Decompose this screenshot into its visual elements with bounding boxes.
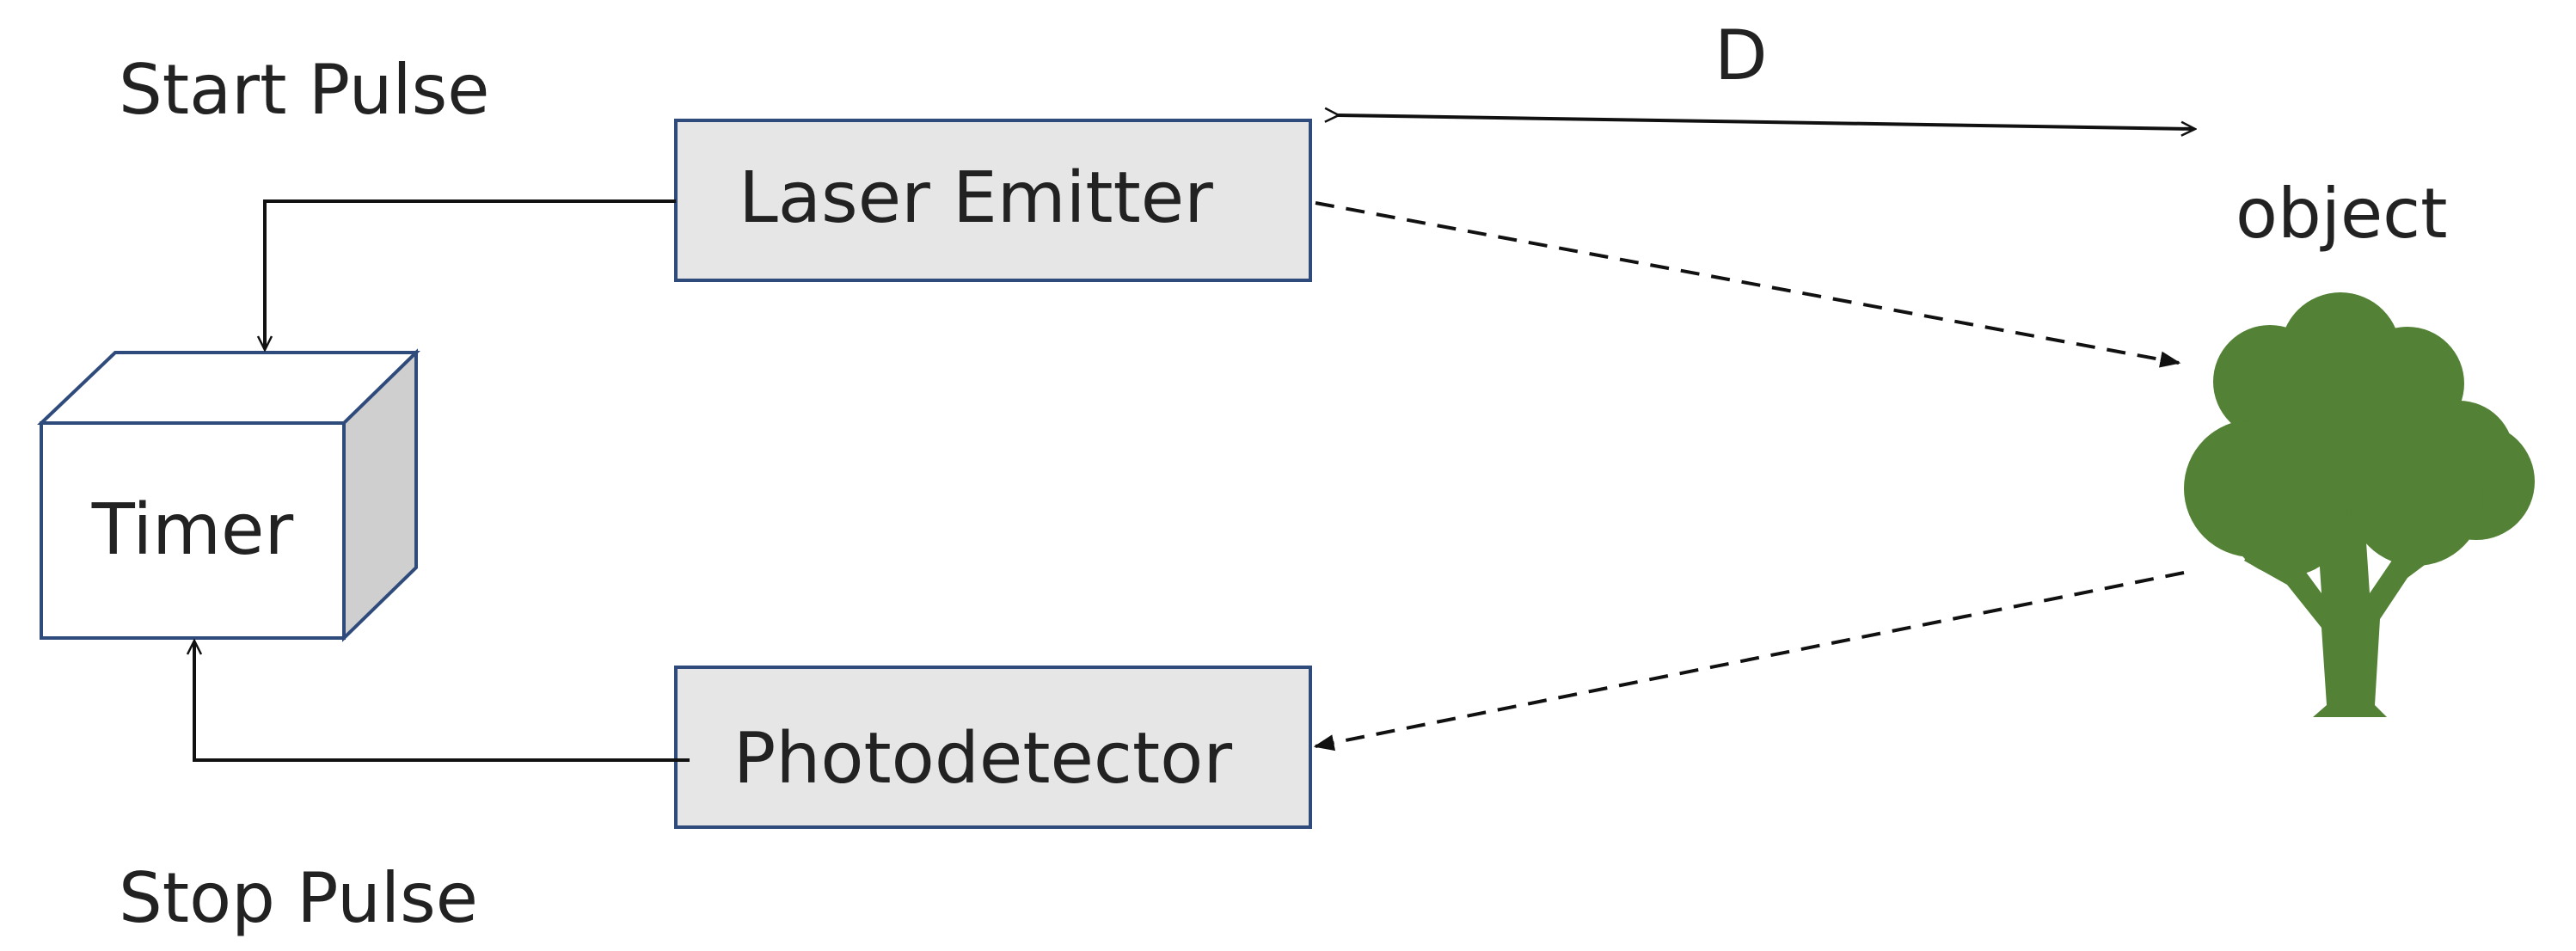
photodetector-label: Photodetector <box>733 718 1232 800</box>
laser-emitter-box <box>674 119 1312 282</box>
timer-cube-front <box>40 421 346 640</box>
timer-cube: Timer <box>37 348 420 642</box>
emitted-beam <box>1315 201 2181 368</box>
object-label: object <box>2236 174 2448 254</box>
distance-label: D <box>1714 15 1768 95</box>
stop-pulse-label: Stop Pulse <box>119 858 478 938</box>
start-pulse-arrow <box>265 199 676 349</box>
timer-label: Timer <box>91 489 294 571</box>
photodetector-box <box>674 666 1312 829</box>
tree-icon <box>2184 292 2535 717</box>
start-pulse-label: Start Pulse <box>119 50 490 130</box>
distance-arrow <box>1338 115 2194 129</box>
reflected-beam <box>1313 571 2185 752</box>
stop-pulse-arrow <box>194 641 690 762</box>
laser-emitter-label: Laser Emitter <box>739 157 1213 239</box>
